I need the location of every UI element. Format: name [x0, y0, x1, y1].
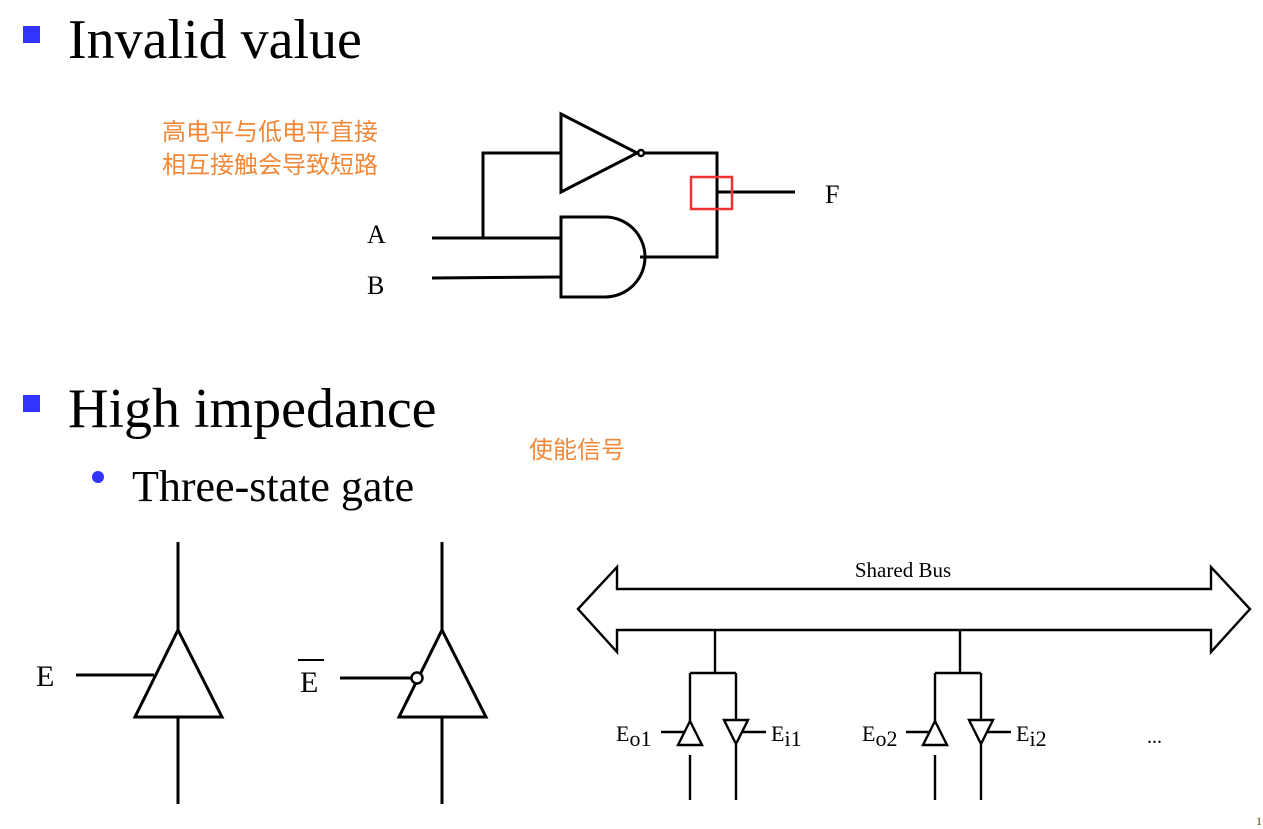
- invalid-value-circuit: A B F: [367, 111, 839, 300]
- node1-in-enable-label: Ei1: [771, 721, 802, 751]
- node1-out-enable-label: Eo1: [616, 721, 651, 751]
- three-state-gate-active-low: E: [298, 542, 489, 804]
- input-label-b: B: [367, 271, 384, 300]
- wire-output-junction: [640, 151, 719, 259]
- three-state-gate-active-high: E: [36, 542, 225, 804]
- node2-in-enable-label: Ei2: [1016, 721, 1047, 751]
- bus-ellipsis: ...: [1147, 726, 1162, 748]
- short-circuit-annotation: 高电平与低电平直接 相互接触会导致短路: [162, 116, 378, 182]
- output-label-f: F: [825, 180, 839, 209]
- bus-node-2: Eo2 Ei2: [862, 630, 1047, 800]
- heading-high-impedance: High impedance: [68, 378, 437, 440]
- wire-a-to-inverter: [481, 151, 561, 238]
- node2-lower-wires: [906, 730, 1011, 800]
- gate1-enable-label: E: [36, 660, 54, 693]
- wire-b: [431, 275, 562, 280]
- gate2-bubble-icon: [410, 671, 424, 685]
- inverter-icon: [559, 111, 641, 195]
- dot-bullet-icon: [92, 471, 104, 483]
- bus-double-arrow-icon: [576, 563, 1252, 656]
- node2-wires: [933, 630, 983, 721]
- bus-label: Shared Bus: [855, 558, 951, 582]
- and-gate-icon: [559, 215, 647, 299]
- heading-invalid-value: Invalid value: [68, 9, 362, 71]
- enable-signal-annotation: 使能信号: [529, 436, 625, 464]
- shared-bus-diagram: Shared Bus Eo1 Ei1 Eo2 Ei2 ...: [576, 558, 1252, 800]
- annotation-line-1: 高电平与低电平直接: [162, 118, 378, 146]
- page-number: 1: [1256, 814, 1262, 828]
- short-circuit-highlight: [689, 175, 734, 211]
- three-state-gate-subheading: Three-state gate: [132, 462, 415, 511]
- gate2-enable-label: E: [300, 666, 318, 699]
- node1-lower-wires: [661, 730, 766, 800]
- square-bullet-icon: [23, 26, 40, 43]
- node1-wires: [688, 630, 738, 721]
- square-bullet-icon: [23, 395, 40, 412]
- annotation-line-2: 相互接触会导致短路: [162, 151, 378, 179]
- inverter-bubble-icon: [636, 148, 646, 158]
- node2-out-enable-label: Eo2: [862, 721, 897, 751]
- input-label-a: A: [367, 220, 386, 249]
- bus-node-1: Eo1 Ei1: [616, 630, 802, 800]
